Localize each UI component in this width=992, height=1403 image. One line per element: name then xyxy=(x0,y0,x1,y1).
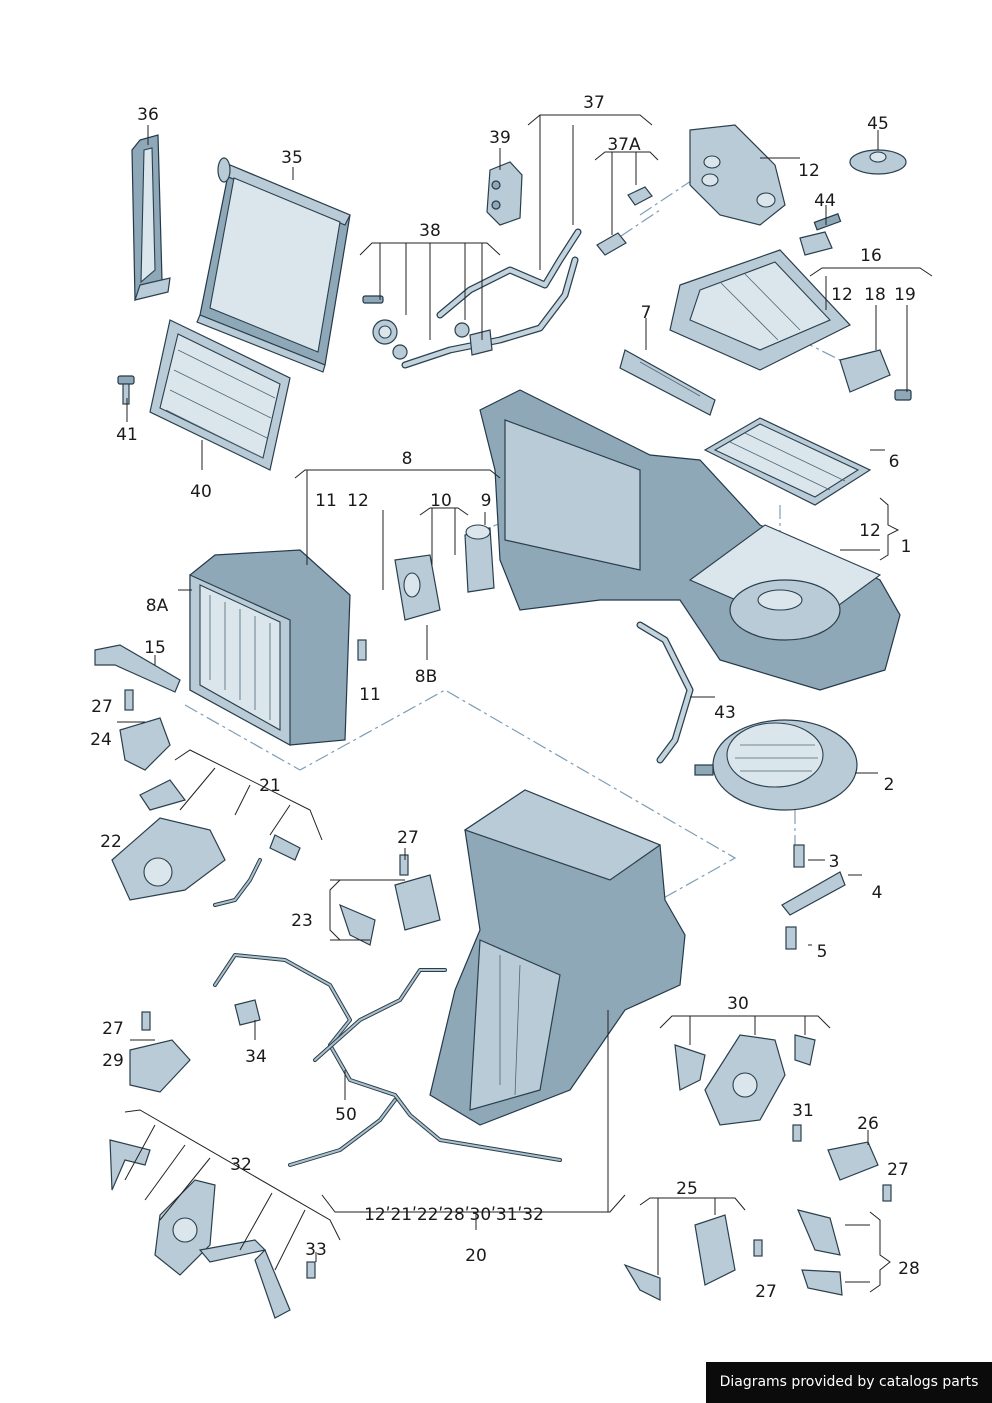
label-12-housing: 12 xyxy=(831,285,853,305)
part-screw-41 xyxy=(117,375,135,405)
label-25: 25 xyxy=(676,1179,698,1199)
label-8a: 8A xyxy=(146,596,169,616)
label-12-gasket: 12 xyxy=(798,161,820,181)
part-blower-2 xyxy=(694,719,858,811)
label-44: 44 xyxy=(814,191,836,211)
label-28: 28 xyxy=(898,1259,920,1279)
label-29: 29 xyxy=(102,1051,124,1071)
part-radiator-40 xyxy=(149,319,291,471)
label-12-evaporator: 12 xyxy=(347,491,369,511)
label-16: 16 xyxy=(860,246,882,266)
label-35: 35 xyxy=(281,148,303,168)
label-50: 50 xyxy=(335,1105,357,1125)
part-actuator-29 xyxy=(129,1039,191,1093)
label-5: 5 xyxy=(817,942,828,962)
label-37a: 37A xyxy=(607,135,641,155)
part-flaps-28 xyxy=(796,1209,843,1296)
part-lever-15 xyxy=(94,644,181,693)
part-actuator-26 xyxy=(827,1141,879,1181)
part-gasket-12 xyxy=(689,124,786,226)
part-motor-32 xyxy=(109,1139,291,1319)
label-7: 7 xyxy=(641,303,652,323)
label-30: 30 xyxy=(727,994,749,1014)
label-27-right: 27 xyxy=(887,1160,909,1180)
part-connector-39 xyxy=(486,161,523,226)
part-heater-core-35 xyxy=(196,157,351,373)
part-evaporator-8a xyxy=(189,549,351,747)
label-31: 31 xyxy=(792,1101,814,1121)
label-3: 3 xyxy=(829,852,840,872)
label-22: 22 xyxy=(100,832,122,852)
part-pipe-fittings-37a xyxy=(596,186,653,256)
part-housing-upper-1 xyxy=(479,389,901,691)
part-screws-3-5 xyxy=(785,844,805,950)
label-8: 8 xyxy=(402,449,413,469)
label-18: 18 xyxy=(864,285,886,305)
part-housing-lower-20 xyxy=(429,789,686,1126)
part-filter-6 xyxy=(703,417,872,506)
label-26: 26 xyxy=(857,1114,879,1134)
label-45: 45 xyxy=(867,114,889,134)
part-flap-housing-16 xyxy=(669,249,851,371)
label-27-lower-left: 27 xyxy=(102,1019,124,1039)
part-bracket-34 xyxy=(234,999,261,1026)
label-41: 41 xyxy=(116,425,138,445)
part-actuator-24 xyxy=(119,717,171,771)
label-43: 43 xyxy=(714,703,736,723)
label-11-evaporator: 11 xyxy=(315,491,337,511)
part-screws-27 xyxy=(124,639,892,1279)
leader-lines xyxy=(117,114,933,1293)
part-expansion-valve-9 xyxy=(464,524,495,593)
part-wiring-harness-50 xyxy=(213,953,562,1167)
label-27-left: 27 xyxy=(91,697,113,717)
label-8b: 8B xyxy=(415,667,437,687)
part-bracket-36 xyxy=(131,134,171,302)
part-actuator-23 xyxy=(339,874,441,946)
label-21: 21 xyxy=(259,776,281,796)
part-valve-8b xyxy=(394,554,441,621)
label-40: 40 xyxy=(190,482,212,502)
label-27-bottom: 27 xyxy=(755,1282,777,1302)
label-10: 10 xyxy=(430,491,452,511)
label-36: 36 xyxy=(137,105,159,125)
label-1: 1 xyxy=(901,537,912,557)
label-34: 34 xyxy=(245,1047,267,1067)
label-24: 24 xyxy=(90,730,112,750)
part-labels: 36 35 39 37 37A 45 12 44 38 16 12 18 19 … xyxy=(90,93,920,1302)
part-valve-44 xyxy=(799,213,842,256)
part-actuator-25 xyxy=(623,1214,736,1301)
label-11-screw: 11 xyxy=(359,685,381,705)
part-seal-4 xyxy=(781,871,846,916)
part-motor-30 xyxy=(674,1034,816,1126)
credit-banner: Diagrams provided by catalogs parts xyxy=(706,1362,992,1403)
label-12-blower: 12 xyxy=(859,521,881,541)
label-20-part-list: 12ʹ21ʹ22ʹ28ʹ30ʹ31ʹ32 xyxy=(364,1205,544,1225)
label-33: 33 xyxy=(305,1240,327,1260)
label-32: 32 xyxy=(230,1155,252,1175)
label-2: 2 xyxy=(884,775,895,795)
part-hose-43 xyxy=(636,621,694,764)
label-4: 4 xyxy=(872,883,883,903)
label-38: 38 xyxy=(419,221,441,241)
part-actuator-18 xyxy=(839,349,912,401)
label-27-center: 27 xyxy=(397,828,419,848)
label-19: 19 xyxy=(894,285,916,305)
label-9: 9 xyxy=(481,491,492,511)
part-grille-7 xyxy=(619,349,716,416)
label-15: 15 xyxy=(144,638,166,658)
label-37: 37 xyxy=(583,93,605,113)
label-23: 23 xyxy=(291,911,313,931)
label-6: 6 xyxy=(889,452,900,472)
label-39: 39 xyxy=(489,128,511,148)
part-ac-lines-38 xyxy=(362,228,582,369)
part-motor-assembly-21 xyxy=(111,779,301,907)
part-cap-45 xyxy=(849,149,907,175)
label-20: 20 xyxy=(465,1246,487,1266)
